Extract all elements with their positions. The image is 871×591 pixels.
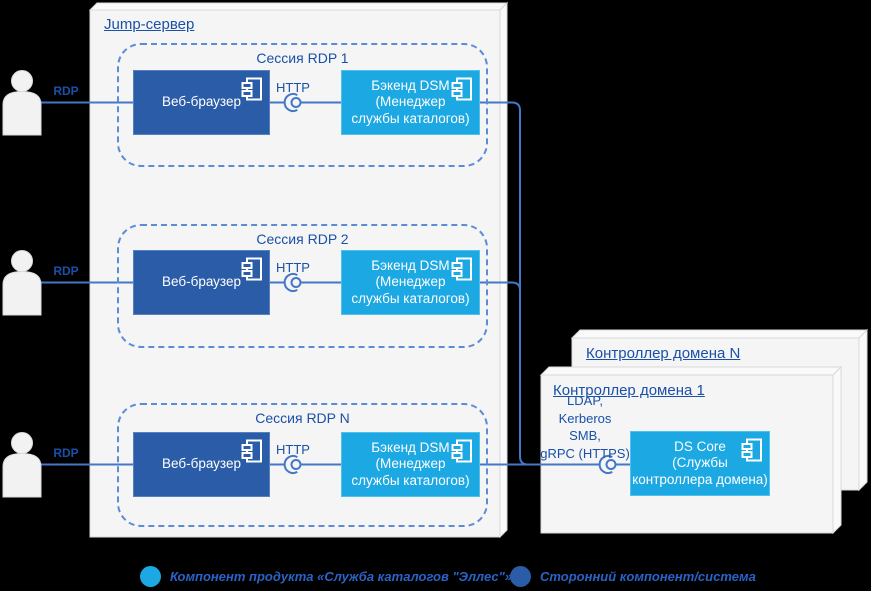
- http-interface-3: [283, 455, 302, 474]
- http-label-2: HTTP: [276, 260, 310, 275]
- web-browser-box-1: Веб-браузер: [133, 70, 270, 135]
- actors: [2, 70, 42, 498]
- protocols-label: LDAP, Kerberos SMB, gRPC (HTTPS): [540, 393, 630, 461]
- jump-server-title: Jump-сервер: [104, 16, 195, 33]
- backend-dsm-label-1: Бэкенд DSM (Менеджер службы каталогов): [351, 77, 470, 126]
- component-icon: [451, 77, 472, 101]
- http-interface-2: [283, 273, 302, 292]
- user-icon-1: [2, 70, 42, 136]
- ds-core-box: DS Core (Службы контроллера домена): [630, 431, 770, 496]
- web-browser-box-3: Веб-браузер: [133, 432, 270, 497]
- http-label-3: HTTP: [276, 442, 310, 457]
- third-party-component-dot: [510, 565, 531, 587]
- rdp-label-3: RDP: [53, 446, 79, 460]
- product-component-dot: [140, 565, 161, 587]
- interface-lollipops: [283, 93, 617, 474]
- user-icon-3: [2, 432, 42, 498]
- component-icon: [241, 257, 262, 281]
- http-label-1: HTTP: [276, 80, 310, 95]
- session-rdp-1-group: Сессия RDP 1: [117, 43, 488, 167]
- trunk-line-2: [480, 281, 521, 300]
- session-rdp-1-title: Сессия RDP 1: [256, 50, 349, 66]
- ds-core-label: DS Core (Службы контроллера домена): [632, 438, 768, 487]
- web-browser-label-3: Веб-браузер: [162, 456, 241, 472]
- domain-controller-1-title: Контроллер домена 1: [553, 382, 705, 399]
- backend-dsm-label-3: Бэкенд DSM (Менеджер службы каталогов): [351, 439, 470, 488]
- domain-controller-n-title: Контроллер домена N: [586, 345, 741, 362]
- legend-item-third-party: Сторонний компонент/система: [510, 565, 756, 587]
- component-icon: [451, 439, 472, 463]
- legend-item-product: Компонент продукта «Служба каталогов "Эл…: [140, 565, 512, 587]
- legend-product-label: Компонент продукта «Служба каталогов "Эл…: [170, 568, 512, 584]
- backend-dsm-box-1: Бэкенд DSM (Менеджер службы каталогов): [341, 70, 480, 135]
- backend-dsm-box-3: Бэкенд DSM (Менеджер службы каталогов): [341, 432, 480, 497]
- web-browser-label-2: Веб-браузер: [162, 274, 241, 290]
- backend-dsm-label-2: Бэкенд DSM (Менеджер службы каталогов): [351, 257, 470, 306]
- session-rdp-2-group: Сессия RDP 2: [117, 224, 488, 348]
- session-rdp-n-title: Сессия RDP N: [255, 410, 350, 426]
- backend-dsm-box-2: Бэкенд DSM (Менеджер службы каталогов): [341, 250, 480, 315]
- domain-interface: [598, 455, 617, 474]
- http-interface-1: [283, 93, 302, 112]
- web-browser-label-1: Веб-браузер: [162, 94, 241, 110]
- session-rdp-2-title: Сессия RDP 2: [256, 231, 349, 247]
- component-icon: [241, 439, 262, 463]
- component-icon: [241, 77, 262, 101]
- user-icon-2: [2, 250, 42, 316]
- session-rdp-n-group: Сессия RDP N: [117, 403, 488, 527]
- rdp-label-1: RDP: [53, 84, 79, 98]
- web-browser-box-2: Веб-браузер: [133, 250, 270, 315]
- component-icon: [451, 257, 472, 281]
- connector-lines: [41, 101, 630, 466]
- component-icon: [741, 438, 762, 462]
- rdp-label-2: RDP: [53, 264, 79, 278]
- legend-third-party-label: Сторонний компонент/система: [540, 568, 756, 584]
